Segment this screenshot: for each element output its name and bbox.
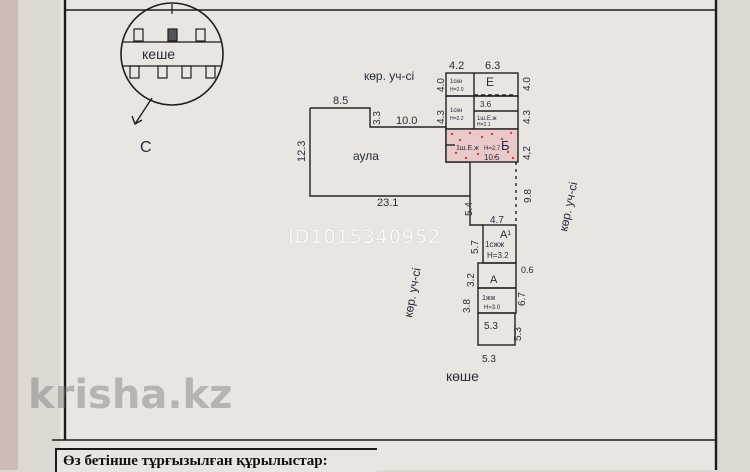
dim-10.5: 10.5 [484, 153, 500, 162]
note-mid-small2-h: Н=2.1 [477, 122, 491, 128]
footer-title: Өз бетінше тұрғызылған құрылыстар: [63, 453, 328, 469]
lower-wing-outline [469, 196, 483, 226]
dimension-labels: 4.2 6.3 4.0 4.0 4.3 4.3 3.6 8.5 3.3 10.0… [296, 60, 534, 365]
dim-10.0: 10.0 [396, 115, 417, 127]
street-label: кеше [142, 46, 175, 62]
note-mid-small2: 1ш.Е.ж [477, 116, 497, 122]
dim-5.3-right: 5.3 [513, 327, 524, 341]
note-a-h: Н=3.0 [484, 305, 501, 311]
note-e-small-h: Н=2.0 [450, 87, 464, 93]
note-b: 1ш.Е.ж [456, 145, 479, 152]
note-a1-h: Н=3.2 [487, 251, 509, 260]
dim-3.3: 3.3 [372, 111, 383, 125]
dim-4.2-right: 4,2 [522, 146, 533, 160]
dim-23.1: 23.1 [377, 197, 398, 209]
building-b [445, 128, 519, 163]
dim-3.6: 3.6 [480, 100, 492, 109]
dim-0.6: 0.6 [521, 265, 534, 275]
dim-4.3-left: 4.3 [436, 110, 447, 124]
dim-5.4: 5.4 [464, 202, 475, 216]
dim-4.7: 4.7 [490, 215, 504, 226]
room-a1-label: А¹ [500, 229, 511, 241]
dim-4.2: 4.2 [449, 60, 464, 72]
dim-12.3: 12.3 [296, 141, 308, 162]
note-mid-small-h: Н=2.2 [450, 116, 464, 122]
room-e-label: Е [486, 75, 494, 89]
neighbor-top: көр. уч-сі [364, 69, 414, 83]
note-a: 1жж [482, 295, 496, 302]
yard-label: аула [353, 149, 379, 163]
dim-5.7: 5.7 [470, 240, 481, 254]
dim-8.5: 8.5 [333, 95, 348, 107]
dim-5.3-inner: 5.3 [484, 321, 498, 332]
dim-4.3-right: 4.3 [522, 110, 533, 124]
note-mid-small: 1скн [450, 108, 462, 114]
dim-5.3-bottom: 5.3 [482, 354, 496, 365]
orientation-diagram: кеше С [120, 2, 224, 156]
north-letter: С [140, 139, 152, 156]
dim-3.8: 3.8 [462, 299, 473, 313]
site-marker [167, 28, 178, 42]
note-a1: 1сжж [485, 240, 505, 249]
dim-9.8: 9.8 [523, 189, 534, 203]
dim-6.3: 6.3 [485, 60, 500, 72]
note-e-small: 1скн [450, 79, 462, 85]
site-plan [309, 72, 519, 346]
dim-6.7: 6.7 [517, 292, 528, 306]
watermark-id: ID1015340952 [288, 226, 442, 248]
building-bottom [477, 312, 516, 346]
note-b-h: Н=2.7 [484, 146, 501, 152]
left-page-edge [0, 0, 18, 470]
dim-4.0-right: 4.0 [522, 77, 533, 91]
room-a-label: А [490, 274, 498, 286]
room-b-label: Б [501, 138, 510, 153]
hatch-pattern [450, 131, 515, 160]
bottom-street-label: көше [446, 368, 479, 384]
footer-section: Өз бетінше тұрғызылған құрылыстар: [55, 448, 377, 472]
dim-4.0-left: 4.0 [436, 78, 447, 92]
drawing-area [60, 0, 715, 470]
north-arrow [134, 97, 153, 125]
dim-3.2: 3.2 [466, 273, 477, 287]
watermark-logo: krisha.kz [28, 372, 233, 418]
